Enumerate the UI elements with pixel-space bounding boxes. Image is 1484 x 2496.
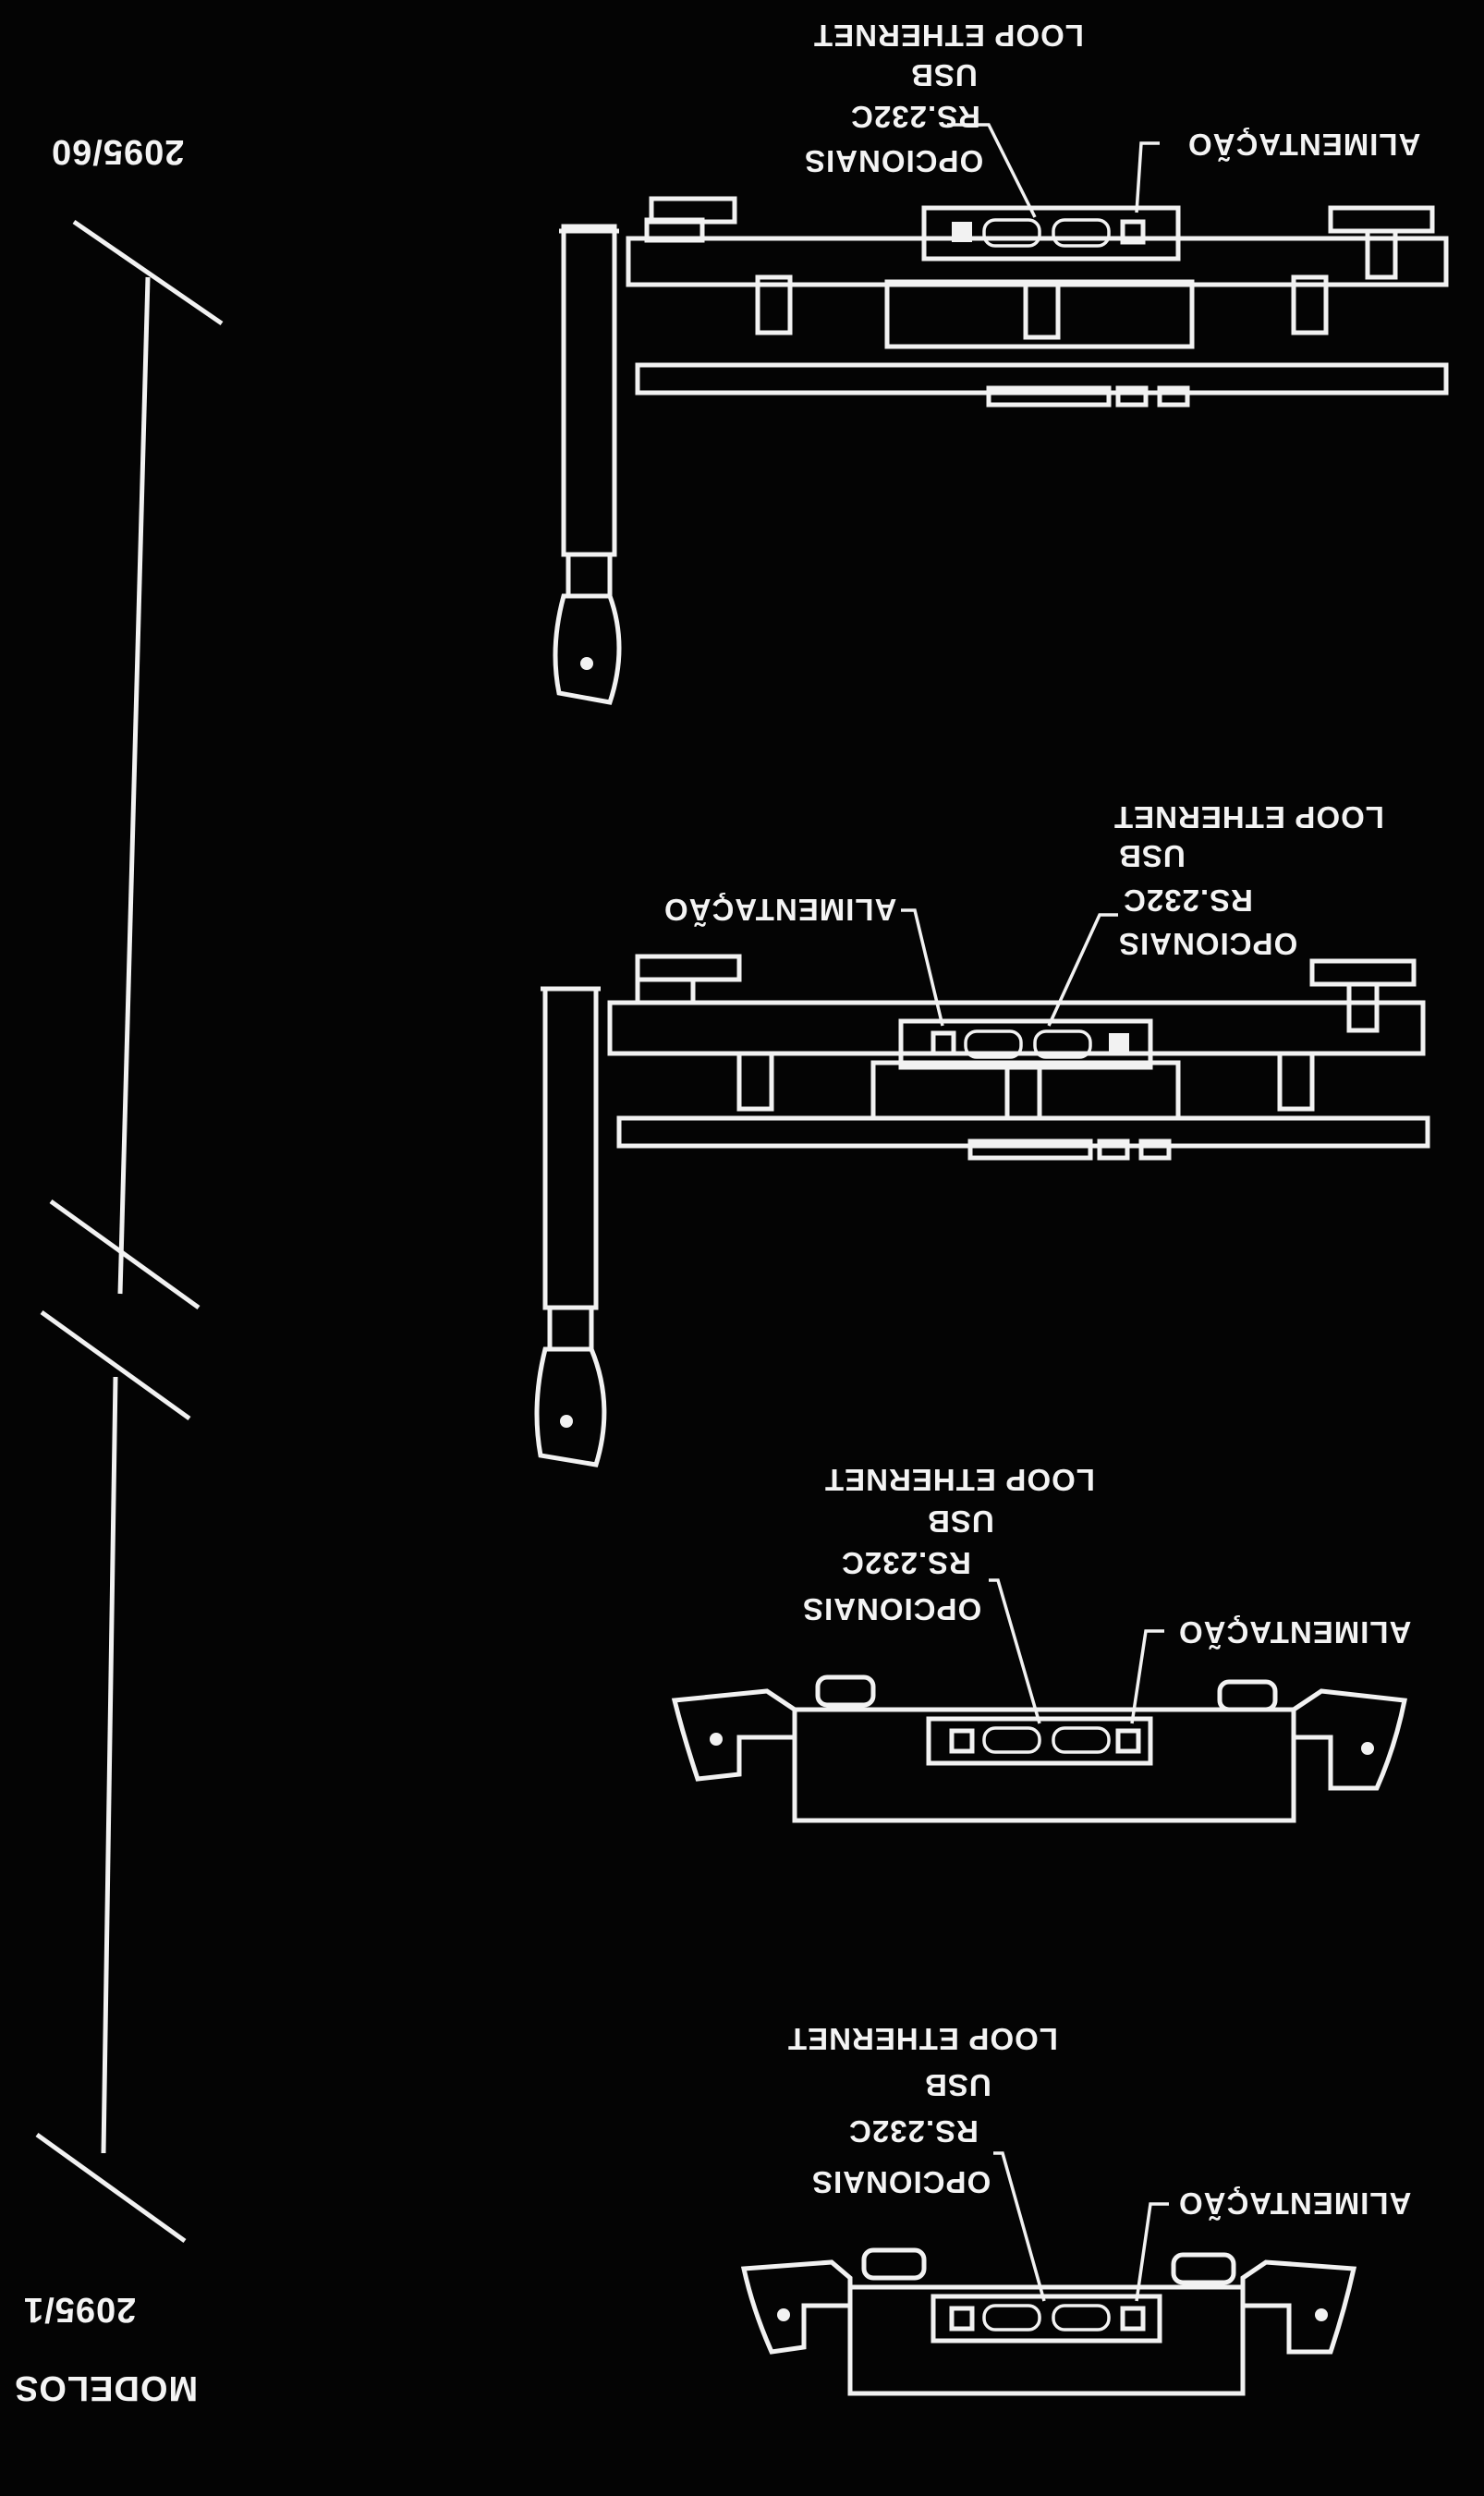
model-label-last: 2095/60 (51, 132, 185, 171)
callout-alimentacao-2: ALIMENTAÇÃO (663, 893, 897, 927)
sheet-title: MODELOS (14, 2368, 199, 2407)
callout-opcionais-1: OPCIONAIS (804, 144, 984, 178)
model-range-line (35, 219, 224, 2244)
callout-loop-ethernet-3: LOOP ETHERNET (824, 1463, 1095, 1497)
assembly-third (671, 1578, 1407, 1823)
callout-alimentacao-3: ALIMENTAÇÃO (1178, 1615, 1412, 1650)
assembly-bottom (740, 2151, 1357, 2396)
callout-loop-ethernet-1: LOOP ETHERNET (813, 18, 1084, 53)
callout-usb-4: USB (924, 2068, 991, 2102)
callout-rs232c-4: RS.232C (848, 2114, 979, 2149)
callout-loop-ethernet-2: LOOP ETHERNET (1113, 800, 1384, 834)
callout-opcionais-2: OPCIONAIS (1118, 927, 1298, 961)
callout-rs232c-3: RS.232C (841, 1546, 971, 1580)
callout-opcionais-4: OPCIONAIS (811, 2165, 991, 2199)
callout-alimentacao-4: ALIMENTAÇÃO (1178, 2186, 1412, 2221)
assembly-second (534, 908, 1430, 1467)
callout-opcionais-3: OPCIONAIS (802, 1592, 982, 1626)
model-label-first: 2095/1 (23, 2290, 137, 2329)
callout-usb-3: USB (927, 1504, 994, 1539)
callout-rs232c-2: RS.232C (1123, 883, 1253, 918)
assembly-top (553, 123, 1449, 705)
callout-rs232c-1: RS.232C (850, 100, 980, 134)
callout-loop-ethernet-4: LOOP ETHERNET (787, 2022, 1058, 2056)
callout-usb-2: USB (1118, 839, 1186, 873)
callout-alimentacao-1: ALIMENTAÇÃO (1187, 128, 1421, 162)
callout-usb-1: USB (910, 58, 978, 92)
